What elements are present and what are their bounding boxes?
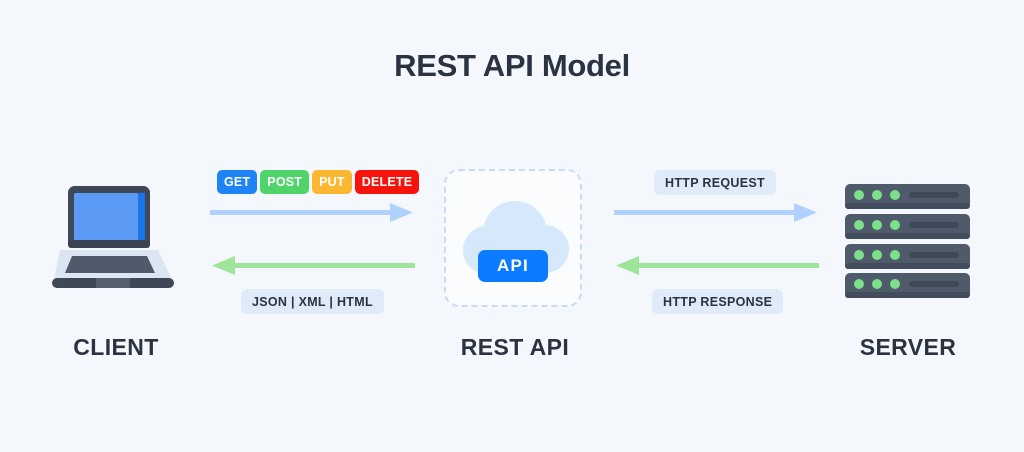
api-badge: API — [478, 250, 548, 282]
response-formats-label: JSON | XML | HTML — [241, 289, 384, 314]
method-badge-post[interactable]: POST — [260, 170, 310, 194]
http-request-label: HTTP REQUEST — [654, 170, 776, 195]
client-label: CLIENT — [73, 334, 159, 360]
method-badge-get[interactable]: GET — [217, 170, 258, 194]
cloud-icon — [446, 171, 584, 309]
method-badge-put[interactable]: PUT — [312, 170, 352, 194]
arrow-api-to-server-icon — [614, 202, 819, 229]
page-title: REST API Model — [394, 48, 630, 83]
server-label: SERVER — [859, 334, 957, 360]
arrow-server-to-api-icon — [614, 255, 819, 282]
method-badge-delete[interactable]: DELETE — [354, 170, 420, 194]
server-stack-icon — [845, 184, 970, 298]
arrow-api-to-client-icon — [210, 255, 415, 282]
arrow-client-to-api-icon — [210, 202, 415, 229]
laptop-icon — [52, 184, 182, 296]
http-response-label: HTTP RESPONSE — [652, 289, 784, 314]
rest-api-label: REST API — [460, 334, 570, 360]
http-methods-group: GET POST PUT DELETE — [217, 170, 420, 194]
rest-api-box — [444, 169, 582, 307]
